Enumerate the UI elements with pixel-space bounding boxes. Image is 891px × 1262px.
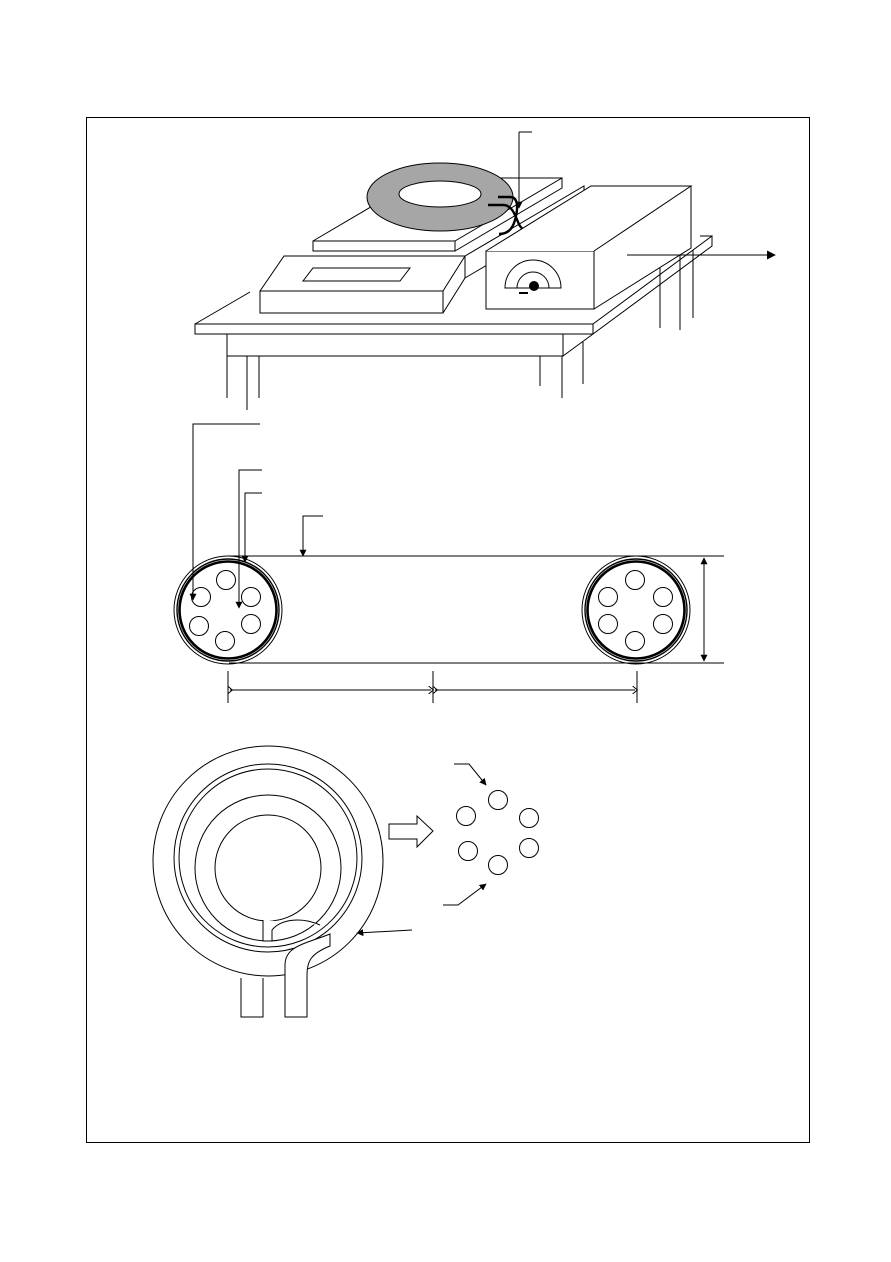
top-view	[152, 745, 539, 1018]
toroid-hole	[398, 180, 482, 208]
meter-dial	[504, 259, 562, 294]
wire-cross-section-detail	[443, 763, 539, 906]
toroid-pointer	[356, 929, 413, 937]
toroid-sample	[366, 162, 514, 232]
side-section-view	[173, 423, 724, 703]
display-window	[301, 267, 412, 282]
right-core-section	[581, 555, 691, 665]
lead-wires	[240, 919, 331, 1018]
height-dimension	[636, 555, 724, 664]
perspective-view	[194, 131, 776, 410]
measurement-box	[485, 185, 693, 310]
toroid-outer-ring	[152, 745, 384, 977]
length-dimension	[228, 671, 637, 703]
toroid-inner-ring	[194, 794, 342, 942]
left-core-section	[173, 555, 283, 665]
detail-block-arrow	[388, 814, 434, 849]
table	[194, 235, 713, 410]
figure-frame	[86, 117, 810, 1143]
